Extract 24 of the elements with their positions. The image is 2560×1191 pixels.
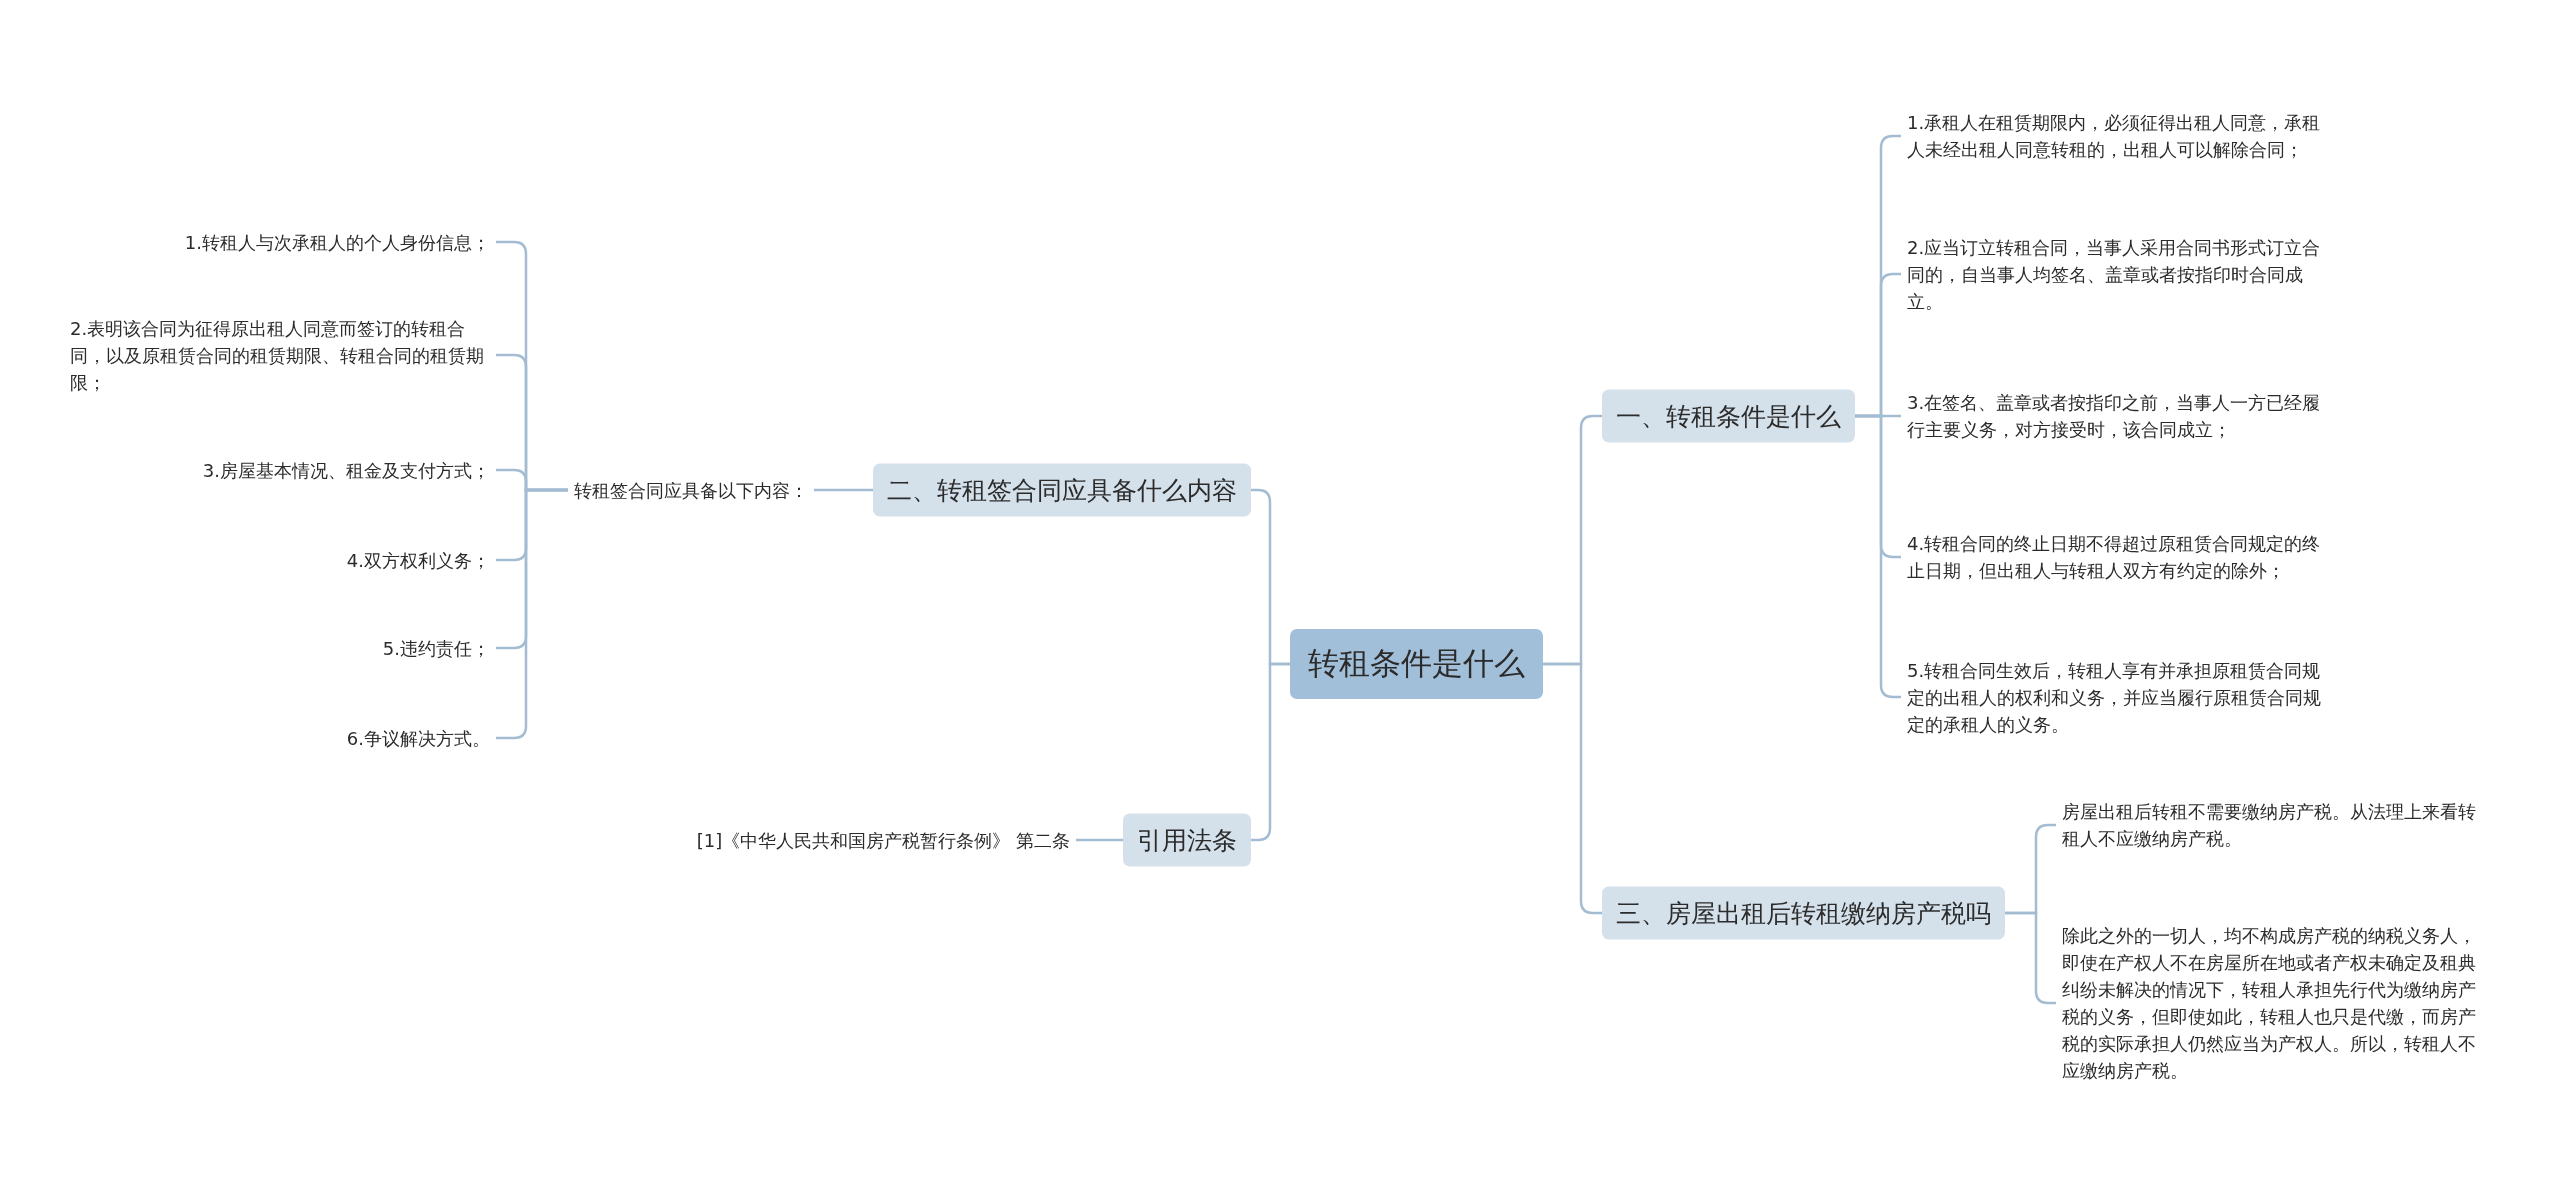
- subtopic-text: 3.房屋基本情况、租金及支付方式；: [202, 456, 490, 484]
- connector-line: [1076, 838, 1123, 842]
- subtopic-text: 4.转租合同的终止日期不得超过原租赁合同规定的终止日期，但出租人与转租人双方有约定的除外；: [1907, 530, 2327, 584]
- topic-box: 一、转租条件是什么: [1602, 389, 1855, 443]
- subtopic-text: 房屋出租后转租不需要缴纳房产税。从法理上来看转租人不应缴纳房产税。: [2062, 798, 2482, 852]
- subtopic-text: 1.承租人在租赁期限内，必须征得出租人同意，承租人未经出租人同意转租的，出租人可以解除合同；: [1907, 109, 2327, 163]
- subtopic-text: [1]《中华人民共和国房产税暂行条例》 第二条: [696, 826, 1070, 854]
- subtopic-text: 5.违约责任；: [382, 634, 490, 662]
- subtopic-text: 6.争议解决方式。: [346, 724, 490, 752]
- topic-box: 三、房屋出租后转租缴纳房产税吗: [1602, 886, 2005, 940]
- subtopic-text: 3.在签名、盖章或者按指印之前，当事人一方已经履行主要义务，对方接受时，该合同成立；: [1907, 389, 2327, 443]
- connector-line: [1251, 662, 1290, 842]
- central-topic: 转租条件是什么: [1290, 629, 1543, 699]
- subtopic-text: 2.表明该合同为征得原出租人同意而签订的转租合同，以及原租赁合同的租赁期限、转租合同的租赁期限；: [70, 314, 490, 396]
- topic-box: 引用法条: [1123, 813, 1251, 867]
- subtopic-text: 1.转租人与次承租人的个人身份信息；: [184, 228, 490, 256]
- subtopic-text: 2.应当订立转租合同，当事人采用合同书形式订立合同的，自当事人均签名、盖章或者按指印时合同成立。: [1907, 233, 2327, 315]
- topic-box: 二、转租签合同应具备什么内容: [873, 463, 1251, 517]
- connector-line: [1543, 662, 1602, 915]
- connector-line: [814, 488, 873, 492]
- subtopic-text: 4.双方权利义务；: [346, 546, 490, 574]
- subtopic-text: 转租签合同应具备以下内容：: [574, 476, 808, 504]
- subtopic-text: 除此之外的一切人，均不构成房产税的纳税义务人，即使在产权人不在房屋所在地或者产权未确定及租典纠纷未解决的情况下，转租人承担先行代为缴纳房产税的义务，但即使如此，转租人也只是代缴，而房产税的实际承担人仍然应当为产权人。所以，转租人不应缴纳房产税。: [2062, 922, 2482, 1084]
- subtopic-text: 5.转租合同生效后，转租人享有并承担原租赁合同规定的出租人的权利和义务，并应当履行原租赁合同规定的承租人的义务。: [1907, 656, 2327, 738]
